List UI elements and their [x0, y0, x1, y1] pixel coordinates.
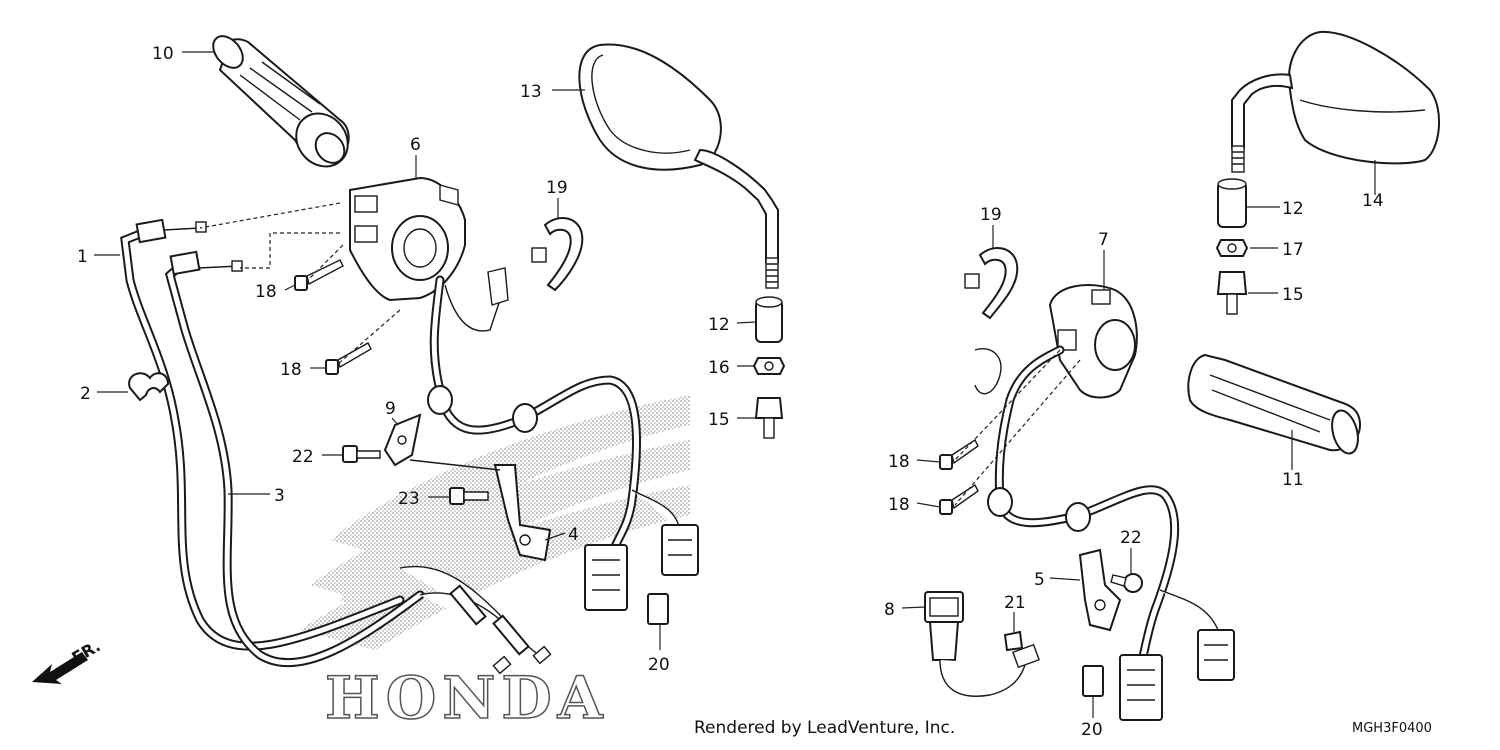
right-grip — [1187, 353, 1362, 455]
callout-2: 2 — [80, 384, 91, 404]
callout-18-left-lower: 18 — [280, 360, 302, 380]
bolt-15-left — [754, 397, 784, 439]
bolt-15-right — [1216, 271, 1248, 315]
nut-16 — [752, 357, 786, 375]
callout-3: 3 — [274, 486, 285, 506]
callout-15-right: 15 — [1282, 285, 1304, 305]
callout-19-left: 19 — [546, 178, 568, 198]
callout-20-right: 20 — [1081, 720, 1103, 740]
cable-clamp — [128, 372, 170, 402]
connector-20-right — [1082, 665, 1104, 697]
nut-17 — [1215, 239, 1249, 257]
left-switch-housing — [349, 176, 509, 395]
bracket-5 — [1078, 548, 1122, 632]
callout-13: 13 — [520, 82, 542, 102]
right-mirror — [1231, 30, 1441, 173]
screw-22-left — [342, 445, 381, 463]
connector-20-left — [647, 593, 669, 625]
callout-10: 10 — [152, 44, 174, 64]
right-switch-housing — [974, 284, 1138, 505]
render-credit: Rendered by LeadVenture, Inc. — [694, 718, 955, 738]
adapter-12-right — [1217, 178, 1247, 228]
callout-4: 4 — [568, 525, 579, 545]
bracket-4 — [493, 464, 552, 562]
callout-22-left: 22 — [292, 447, 314, 467]
diagram-code: MGH3F0400 — [1352, 721, 1432, 736]
callout-16: 16 — [708, 358, 730, 378]
callout-9: 9 — [385, 399, 396, 419]
front-direction-arrow: FR. — [32, 636, 104, 684]
left-mirror — [578, 43, 779, 289]
callout-22-right: 22 — [1120, 528, 1142, 548]
screw-18-right-upper — [939, 438, 979, 470]
screw-18-left-lower — [325, 342, 372, 375]
callout-14: 14 — [1362, 191, 1384, 211]
screw-22-right — [1110, 573, 1143, 593]
screw-23 — [449, 487, 489, 505]
callout-12-left: 12 — [708, 315, 730, 335]
clip-19-right — [964, 246, 1019, 320]
callout-12-right: 12 — [1282, 199, 1304, 219]
bracket-9 — [383, 413, 422, 467]
honda-wordmark: HONDA — [325, 664, 609, 732]
clip-19-left — [531, 216, 584, 292]
clip-21 — [1003, 630, 1024, 652]
callout-5: 5 — [1034, 570, 1045, 590]
bracket-link-line — [409, 459, 501, 471]
right-switch-harness — [987, 485, 1235, 721]
callout-18-right-upper: 18 — [888, 452, 910, 472]
callout-11: 11 — [1282, 470, 1304, 490]
adapter-12-left — [755, 296, 783, 343]
callout-19-right: 19 — [980, 205, 1002, 225]
callout-20-left: 20 — [648, 655, 670, 675]
callout-15-left: 15 — [708, 410, 730, 430]
left-grip — [212, 35, 350, 168]
callout-7: 7 — [1098, 230, 1109, 250]
callout-23: 23 — [398, 489, 420, 509]
left-switch-harness — [427, 375, 699, 611]
leader-lines — [94, 51, 1376, 718]
callout-21: 21 — [1004, 593, 1026, 613]
callout-6: 6 — [410, 135, 421, 155]
throttle-cables — [120, 218, 552, 675]
callout-18-left-upper: 18 — [255, 282, 277, 302]
callout-8: 8 — [884, 600, 895, 620]
callout-18-right-lower: 18 — [888, 495, 910, 515]
callout-1: 1 — [77, 247, 88, 267]
screw-18-left-upper — [294, 259, 344, 291]
callout-17: 17 — [1282, 240, 1304, 260]
